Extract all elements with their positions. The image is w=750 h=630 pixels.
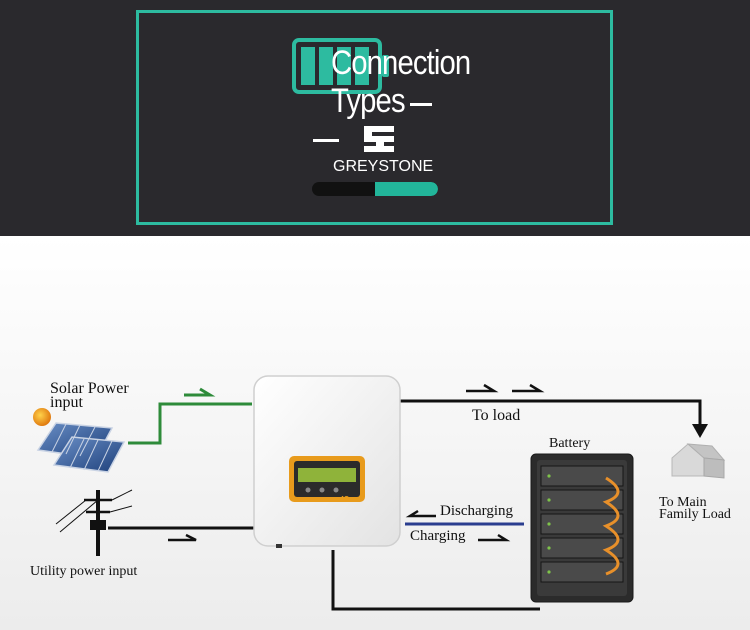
house-icon — [671, 443, 726, 479]
main-load-line1: To Main — [659, 495, 707, 510]
solar-flow-arrow — [184, 387, 216, 397]
battery-icon — [292, 38, 389, 94]
progress-bar — [312, 182, 438, 196]
solar-label-line2: input — [50, 394, 83, 411]
battery-return-wire — [331, 550, 540, 611]
title-line-1: Connection — [331, 44, 471, 82]
load-flow-arrow-2 — [512, 383, 545, 393]
progress-fill — [375, 182, 438, 196]
load-wire — [400, 399, 702, 430]
solar-panel-icon — [36, 422, 126, 473]
sun-icon — [33, 408, 51, 426]
title-line-2: Types — [331, 82, 406, 120]
brand-name: GREYSTONE — [333, 158, 434, 175]
battery-cabinet-icon — [530, 453, 634, 603]
discharge-arrow — [405, 509, 436, 518]
connection-diagram — [0, 236, 750, 630]
utility-flow-arrow — [168, 533, 197, 542]
utility-pole-icon — [55, 489, 133, 556]
charging-label: Charging — [410, 528, 466, 544]
banner-title: Connection Types — [331, 44, 471, 120]
banner-frame — [136, 10, 613, 225]
solar-label-line1: Solar Power — [50, 380, 129, 397]
header-banner: Connection Types GREYSTONE — [0, 0, 750, 236]
discharging-label: Discharging — [440, 503, 514, 519]
charge-arrow — [478, 533, 511, 542]
battery-label: Battery — [549, 436, 591, 451]
utility-label: Utility power input — [30, 564, 138, 579]
load-arrow-head — [692, 424, 708, 438]
solar-wire — [128, 402, 252, 445]
title-dash — [410, 103, 432, 106]
load-flow-arrow-1 — [466, 383, 499, 393]
greystone-logo-icon — [364, 126, 394, 152]
logo-dash — [313, 139, 339, 142]
to-load-label: To load — [472, 407, 521, 424]
inverter-icon — [253, 375, 401, 548]
inverter-badge: 4G — [340, 496, 350, 503]
main-load-line2: Family Load — [659, 507, 731, 522]
